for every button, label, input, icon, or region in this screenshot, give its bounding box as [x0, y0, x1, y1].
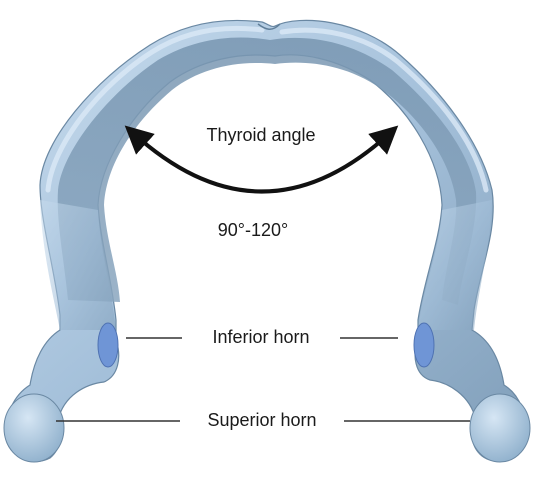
- thyroid-angle-arrow: [124, 125, 399, 194]
- left-lamina-lower: [40, 200, 116, 330]
- thyroid-angle-label: Thyroid angle: [206, 125, 315, 145]
- right-inferior-horn-facet: [413, 322, 435, 368]
- inferior-horn-label: Inferior horn: [212, 327, 309, 347]
- right-lamina-lower: [418, 200, 492, 330]
- superior-horn-label-bg: [186, 405, 338, 433]
- right-superior-horn: [469, 393, 531, 463]
- angle-range-label: 90°-120°: [218, 220, 288, 240]
- thyroid-cartilage: [3, 19, 531, 463]
- left-inferior-horn-facet: [97, 322, 119, 368]
- thyroid-notch: [257, 23, 281, 30]
- cartilage-highlight: [45, 25, 265, 193]
- superior-horn-label: Superior horn: [207, 410, 316, 430]
- cartilage-highlight-right: [279, 27, 489, 193]
- inferior-horn-label-bg: [190, 322, 332, 350]
- left-superior-horn: [3, 393, 65, 463]
